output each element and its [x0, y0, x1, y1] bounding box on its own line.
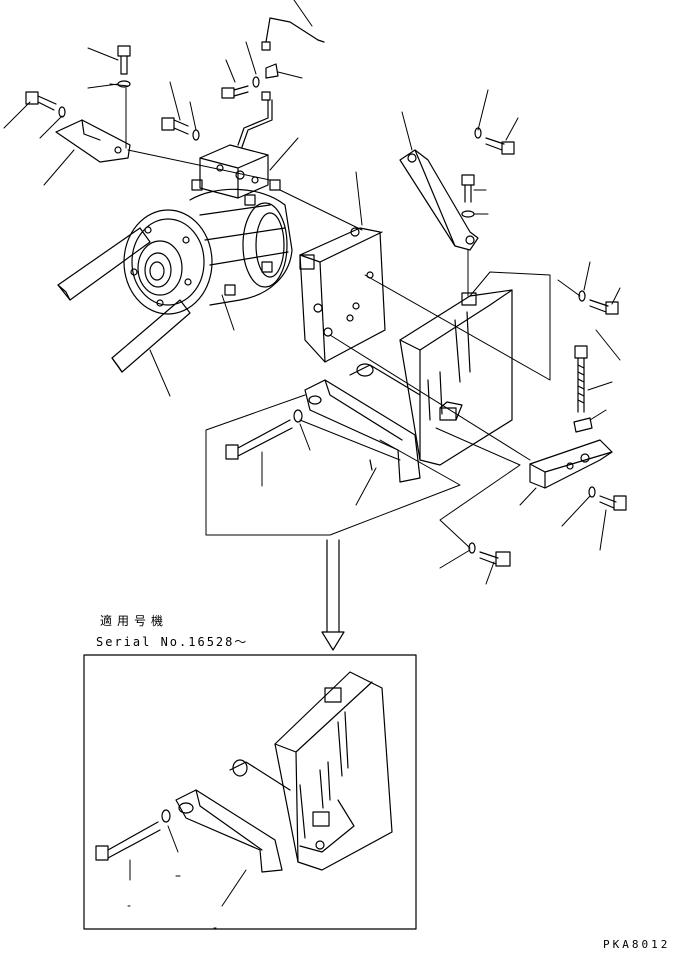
bolt-mid-1 — [222, 77, 259, 98]
down-arrow — [322, 540, 344, 650]
inset-leaders — [128, 826, 246, 928]
bolt-top — [118, 46, 130, 87]
bolt-stay-mid — [462, 175, 474, 217]
nut-right — [574, 418, 592, 432]
adjust-block — [530, 440, 612, 488]
clip-small — [266, 64, 278, 78]
bolt-right-upper — [579, 291, 618, 314]
suction-pipe — [238, 92, 272, 147]
bolt-stay-top — [475, 128, 514, 154]
base-bracket — [305, 364, 420, 482]
inset-long-bolt — [96, 810, 170, 860]
mounting-plate — [300, 228, 385, 362]
bolt-left — [26, 92, 65, 117]
compressor — [124, 145, 292, 314]
leader-lines — [4, 0, 620, 584]
adjust-plate-small — [56, 120, 130, 162]
v-belt-upper — [58, 228, 150, 300]
drawing-code: PKA8012 — [603, 938, 671, 951]
long-bolt — [226, 410, 302, 459]
pressure-switch-wire — [262, 18, 324, 50]
adjust-bolt-long — [575, 346, 587, 412]
bolt-mid-2 — [162, 118, 199, 140]
inset-frame — [84, 655, 416, 929]
serial-number-label: Serial No.16528～ — [96, 635, 249, 649]
applicable-models-label: 適用号機 — [100, 614, 169, 628]
inset-bracket — [275, 672, 392, 870]
bolt-right-lower — [589, 487, 626, 510]
stay-bracket — [400, 150, 478, 250]
inset-base — [176, 760, 290, 872]
v-belt-lower — [112, 300, 190, 372]
bolt-bottom — [469, 543, 510, 566]
guide-lines — [110, 84, 620, 548]
